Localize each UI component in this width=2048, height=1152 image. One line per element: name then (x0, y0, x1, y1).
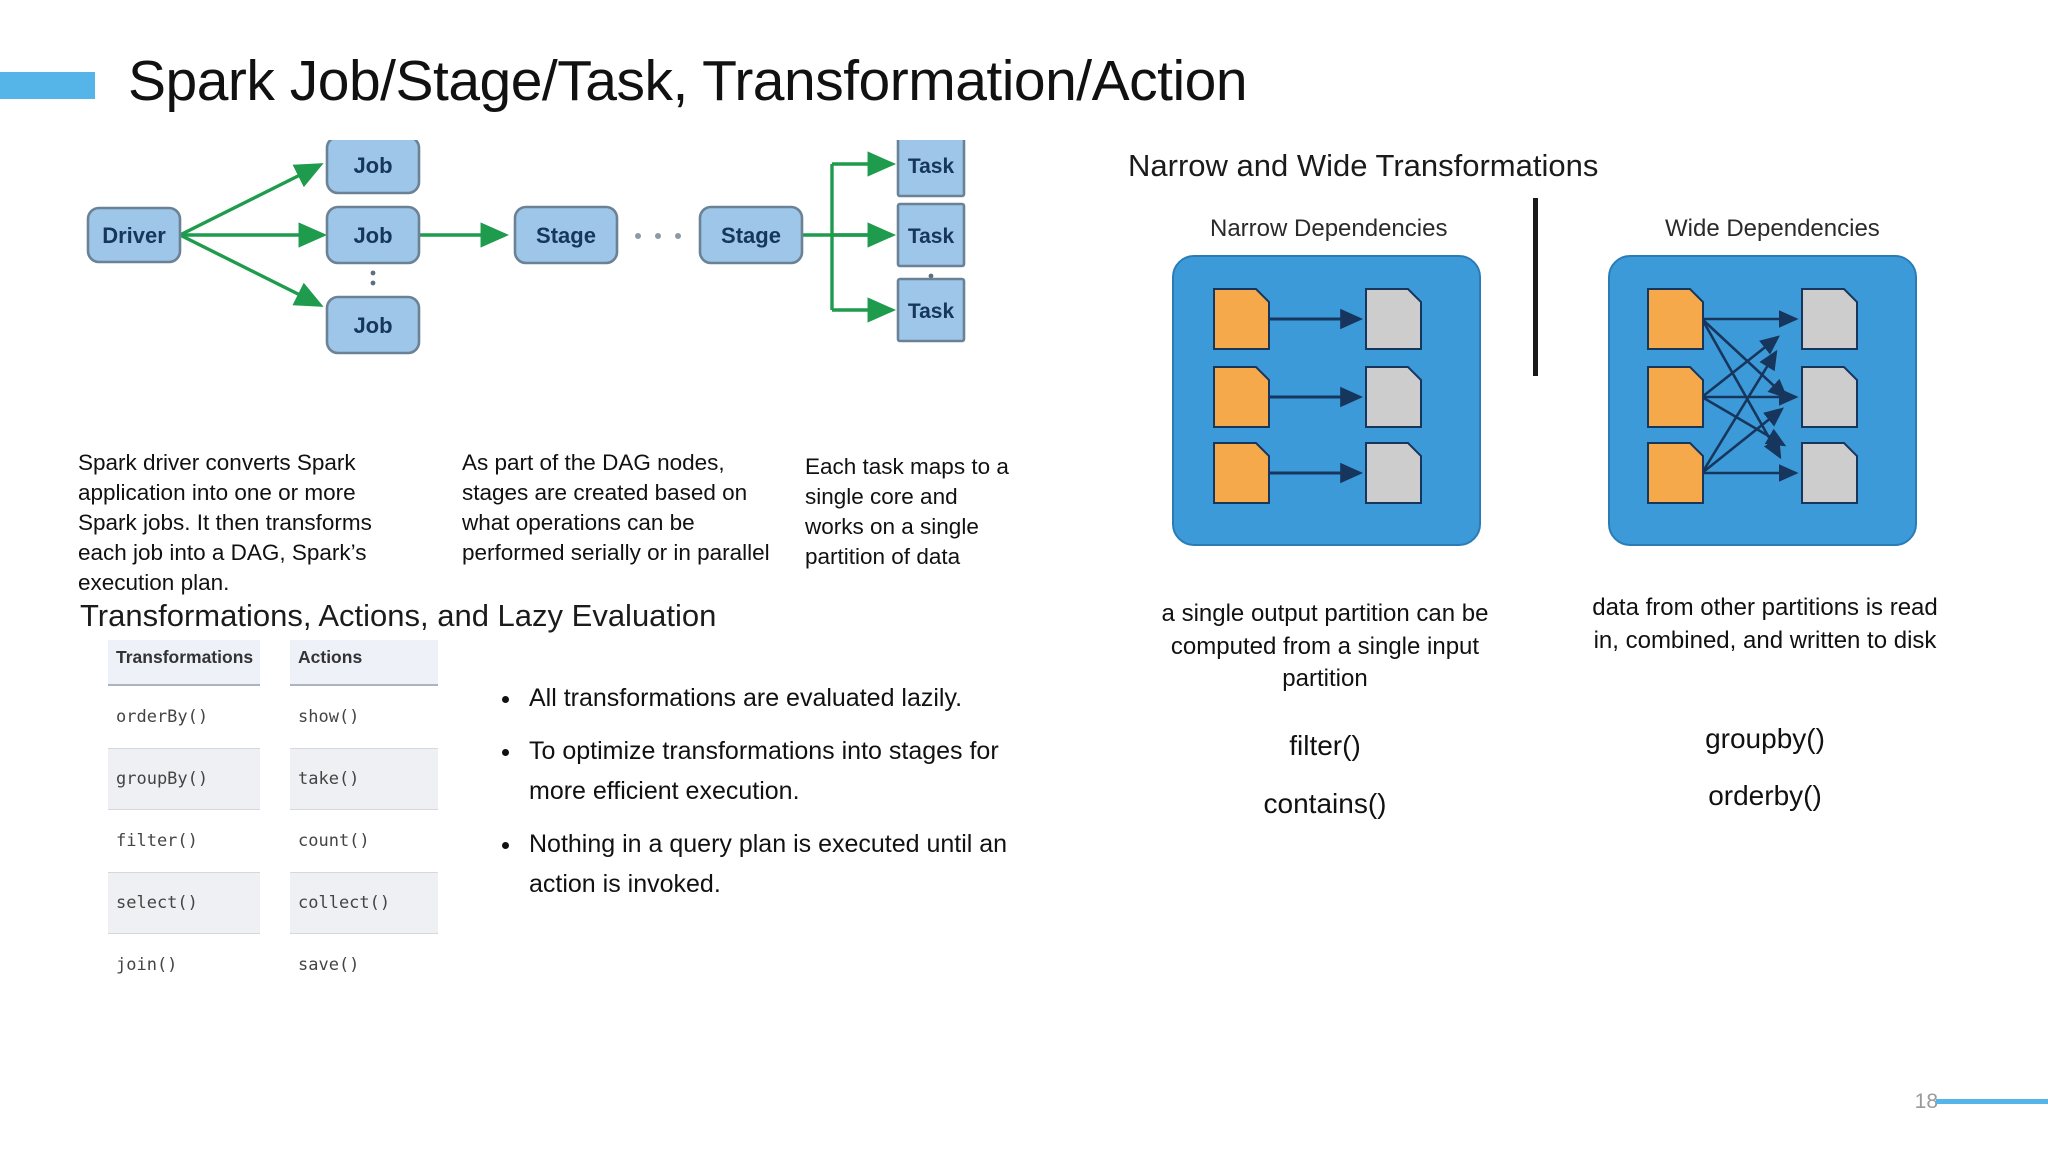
horizontal-ellipsis-stages (635, 233, 681, 239)
svg-text:Job: Job (353, 153, 392, 178)
table-cell: filter() (116, 831, 198, 851)
caption-stage: As part of the DAG nodes, stages are cre… (462, 450, 770, 565)
page-title: Spark Job/Stage/Task, Transformation/Act… (128, 49, 1248, 113)
svg-text:Task: Task (908, 155, 955, 178)
wide-dependencies-caption: data from other partitions is read in, c… (1592, 594, 1938, 654)
job-stage-task-diagram: Driver Job Job Job Stage (80, 140, 1020, 420)
narrow-function-filter: filter() (1289, 730, 1361, 761)
vertical-ellipsis-jobs (370, 270, 376, 286)
node-task-3: Task (896, 277, 966, 343)
node-driver: Driver (86, 206, 182, 264)
narrow-wide-heading: Narrow and Wide Transformations (1128, 148, 1599, 183)
table-cell: orderBy() (116, 707, 209, 727)
list-item: Nothing in a query plan is executed unti… (523, 824, 1015, 905)
caption-driver: Spark driver converts Spark application … (78, 450, 372, 595)
svg-text:Stage: Stage (536, 223, 596, 248)
caption-task: Each task maps to a single core and work… (805, 454, 1009, 569)
svg-text:Stage: Stage (721, 223, 781, 248)
svg-text:Task: Task (908, 300, 955, 323)
node-stage-1: Stage (513, 205, 619, 265)
node-task-2: Task (896, 202, 966, 268)
node-job-1: Job (325, 140, 421, 195)
wide-function-orderby: orderby() (1708, 780, 1822, 811)
svg-text:Driver: Driver (102, 223, 166, 248)
lazy-evaluation-bullets: All transformations are evaluated lazily… (495, 678, 1015, 917)
node-job-2: Job (325, 205, 421, 265)
column-header-transformations: Transformations (108, 640, 260, 686)
table-cell: collect() (290, 872, 438, 934)
list-item: All transformations are evaluated lazily… (523, 678, 1015, 719)
footer-accent-rule (1936, 1099, 2048, 1104)
table-cell: take() (290, 748, 438, 810)
narrow-dependencies-title: Narrow Dependencies (1210, 215, 1448, 242)
table-cell: show() (298, 707, 360, 727)
dependencies-divider (1533, 198, 1538, 376)
column-header-actions: Actions (290, 640, 438, 686)
table-cell: select() (108, 872, 260, 934)
svg-text:Task: Task (908, 225, 955, 248)
actions-column: Actions show() take() count() collect() … (290, 640, 438, 996)
transformations-actions-table: Transformations orderBy() groupBy() filt… (108, 640, 438, 996)
narrow-dependencies-caption: a single output partition can be compute… (1161, 600, 1489, 693)
node-task-1: Task (896, 140, 966, 198)
wide-dependencies-title: Wide Dependencies (1665, 215, 1880, 242)
node-job-3: Job (325, 295, 421, 355)
lazy-evaluation-heading: Transformations, Actions, and Lazy Evalu… (80, 598, 717, 633)
narrow-dependencies-diagram (1172, 255, 1481, 546)
narrow-function-contains: contains() (1263, 788, 1387, 819)
svg-text:Job: Job (353, 223, 392, 248)
table-cell: groupBy() (108, 748, 260, 810)
node-stage-2: Stage (698, 205, 804, 265)
list-item: To optimize transformations into stages … (523, 731, 1015, 812)
transformations-column: Transformations orderBy() groupBy() filt… (108, 640, 260, 996)
title-accent-bar (0, 72, 95, 99)
table-cell: save() (298, 955, 360, 975)
svg-text:Job: Job (353, 313, 392, 338)
table-cell: count() (298, 831, 370, 851)
table-cell: join() (116, 955, 178, 975)
wide-dependencies-diagram (1608, 255, 1917, 546)
page-number: 18 (1914, 1090, 1938, 1113)
wide-function-groupby: groupby() (1705, 723, 1825, 754)
